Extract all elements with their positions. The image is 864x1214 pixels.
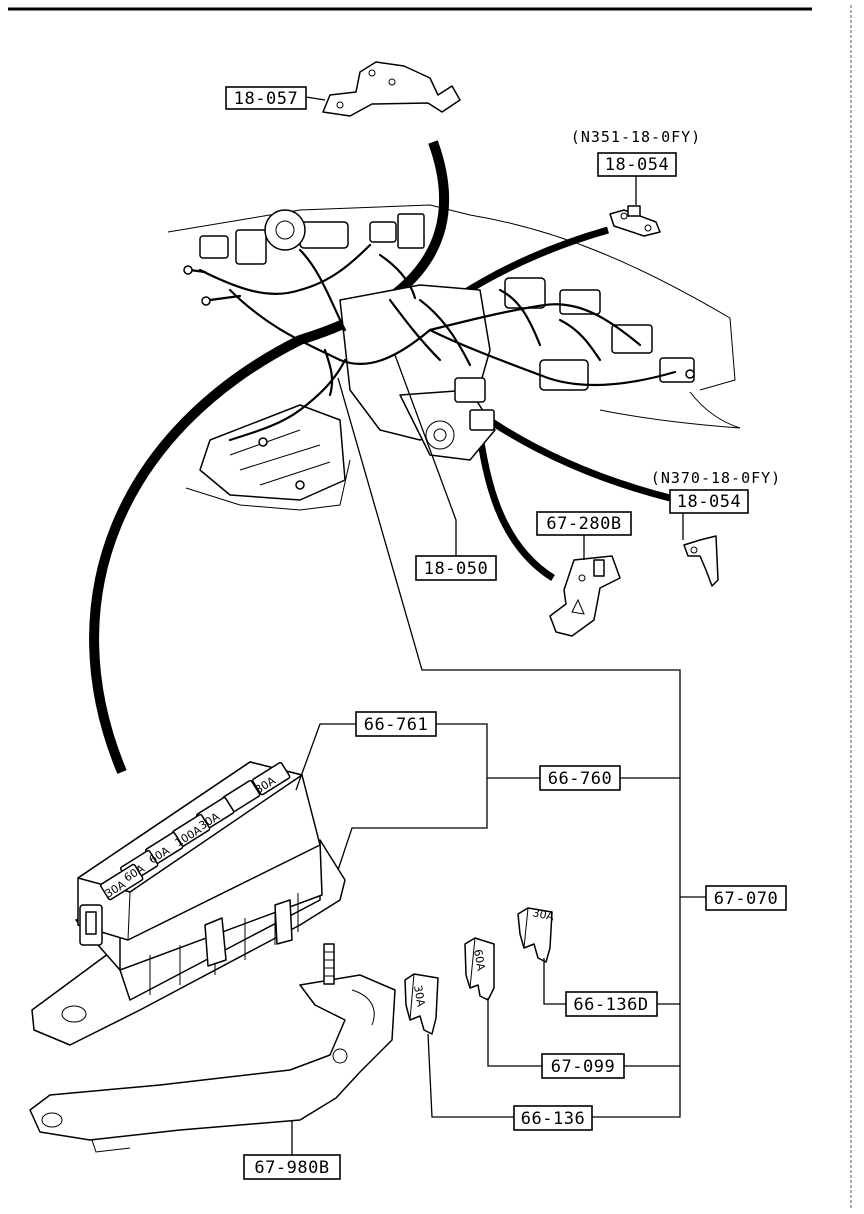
callout-label: 66-136 bbox=[521, 1109, 585, 1129]
fuse-tag-66-136: 30A bbox=[411, 984, 428, 1008]
callout-label: 66-136D bbox=[573, 995, 648, 1015]
callout-66-136d[interactable]: 66-136D bbox=[565, 991, 658, 1017]
callout-label: 66-760 bbox=[548, 769, 612, 789]
callout-66-761[interactable]: 66-761 bbox=[355, 711, 437, 737]
callout-67-070[interactable]: 67-070 bbox=[705, 885, 787, 911]
callout-note: (N370-18-0FY) bbox=[651, 469, 781, 487]
callout-label: 67-280B bbox=[546, 514, 621, 534]
callout-66-136[interactable]: 66-136 bbox=[513, 1105, 593, 1131]
callout-18-050[interactable]: 18-050 bbox=[415, 555, 497, 581]
fuse-66-136: 30A bbox=[404, 973, 439, 1035]
bracket-67-280b bbox=[549, 555, 621, 637]
callout-label: 18-050 bbox=[424, 559, 488, 579]
callout-67-099[interactable]: 67-099 bbox=[541, 1053, 625, 1079]
clip-18-054-top bbox=[609, 205, 661, 237]
callout-67-280b[interactable]: 67-280B bbox=[536, 511, 632, 536]
callout-18-057[interactable]: 18-057 bbox=[225, 86, 307, 110]
fuse-slots: 30A 30A 100A 60A 60A 30A bbox=[100, 761, 291, 901]
fuse-67-099: 60A bbox=[464, 937, 495, 1001]
callout-18-054-top[interactable]: (N351-18-0FY) 18-054 bbox=[571, 128, 701, 177]
callout-18-054-right[interactable]: (N370-18-0FY) 18-054 bbox=[651, 469, 781, 514]
arc-lower-bracket bbox=[474, 419, 555, 581]
engine-bay-illustration bbox=[167, 204, 741, 511]
clip-18-054-right bbox=[683, 535, 719, 587]
fuse-block: 30A 30A 100A 60A 60A 30A bbox=[31, 761, 346, 1046]
callout-note: (N351-18-0FY) bbox=[571, 128, 701, 146]
callout-label: 18-054 bbox=[677, 492, 741, 512]
callout-label: 18-054 bbox=[605, 155, 669, 175]
callout-66-760[interactable]: 66-760 bbox=[539, 765, 621, 791]
fuse-tag-66-136d: 30A bbox=[531, 906, 555, 923]
callout-label: 18-057 bbox=[234, 89, 298, 109]
bracket-67-980b bbox=[29, 943, 396, 1153]
callout-label: 67-099 bbox=[551, 1057, 615, 1077]
callout-label: 67-980B bbox=[254, 1158, 329, 1178]
callout-label: 66-761 bbox=[364, 715, 428, 735]
fuse-66-136d bbox=[517, 907, 553, 963]
fuse-tag-67-099: 60A bbox=[471, 948, 488, 972]
bracket-18-057 bbox=[322, 61, 461, 117]
leader-lines bbox=[291, 96, 706, 1155]
arc-left-big bbox=[89, 140, 450, 774]
callout-label: 67-070 bbox=[714, 889, 778, 909]
callout-67-980b[interactable]: 67-980B bbox=[243, 1154, 341, 1180]
